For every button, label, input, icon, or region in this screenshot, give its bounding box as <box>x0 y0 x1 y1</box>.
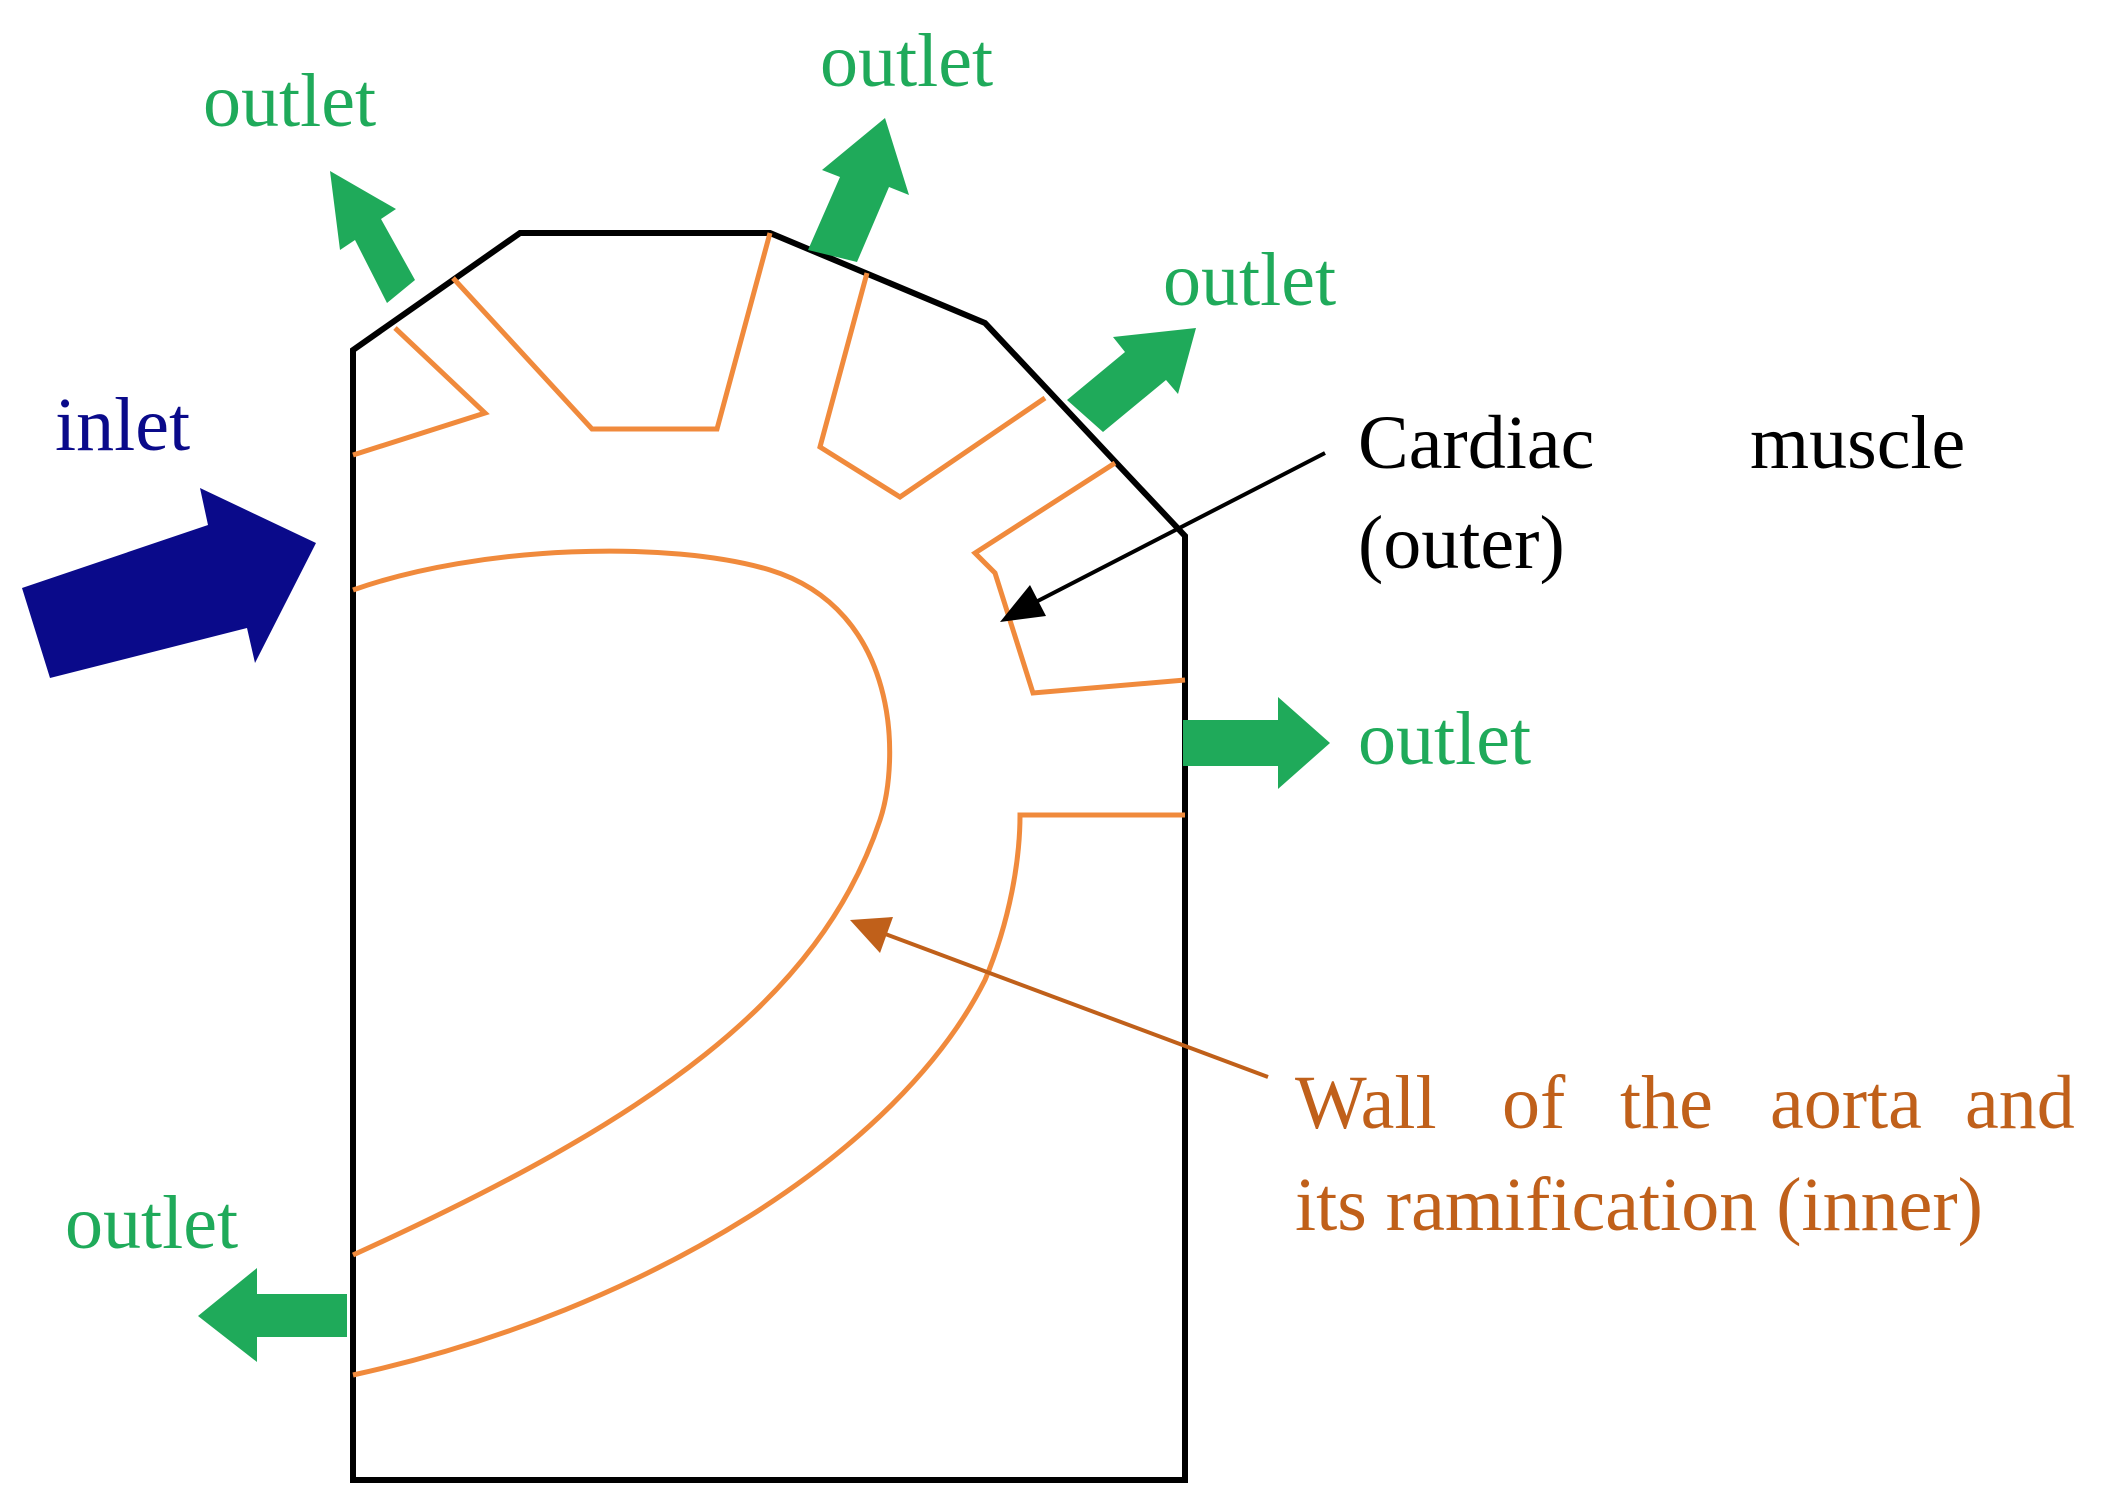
aorta-branch-1 <box>352 326 490 458</box>
aorta-wall-inner-curve <box>351 548 893 1258</box>
aorta-wall-label-word-4: aorta <box>1770 1061 1922 1145</box>
aorta-wall-label-word-1: Wall <box>1295 1061 1437 1145</box>
aorta-wall-label-word-5: and <box>1965 1061 2075 1145</box>
cardiac-muscle-outer-boundary <box>350 230 1188 1483</box>
aorta-wall-label-word-3: the <box>1620 1061 1713 1145</box>
aorta-wall-label-line2: its ramification (inner) <box>1295 1163 1983 1247</box>
outlet-arrow-right <box>1183 697 1330 789</box>
outlet-label-top-right: outlet <box>1163 238 1336 322</box>
cardiac-muscle-pointer-line <box>1029 451 1326 607</box>
outlet-arrow-top-right <box>1067 328 1196 432</box>
outlet-arrow-top-left <box>330 171 415 303</box>
outlet-label-right: outlet <box>1358 697 1531 781</box>
cardiac-muscle-label-word2: muscle <box>1750 401 1965 485</box>
aorta-wall-label-word-2: of <box>1502 1061 1566 1145</box>
cardiac-muscle-label-word1: Cardiac <box>1358 401 1594 485</box>
aorta-wall-outer-curve <box>352 812 1185 1378</box>
outlet-arrow-bottom-left <box>198 1268 347 1362</box>
aorta-branch-3 <box>817 272 1047 500</box>
cardiac-muscle-pointer-head <box>1000 585 1046 622</box>
aorta-branch-4 <box>971 460 1186 696</box>
aorta-wall-pointer-head <box>850 917 893 953</box>
outlet-label-top-middle: outlet <box>820 19 993 103</box>
outlet-label-bottom-left: outlet <box>65 1181 238 1265</box>
cardiac-muscle-label-line2: (outer) <box>1358 501 1565 585</box>
inlet-arrow <box>22 488 316 678</box>
outlet-label-top-left: outlet <box>203 59 376 143</box>
aorta-wall-pointer-line <box>879 930 1269 1079</box>
aorta-branch-2 <box>451 232 773 432</box>
outlet-arrow-top-middle <box>808 118 909 262</box>
inlet-label: inlet <box>55 383 190 467</box>
